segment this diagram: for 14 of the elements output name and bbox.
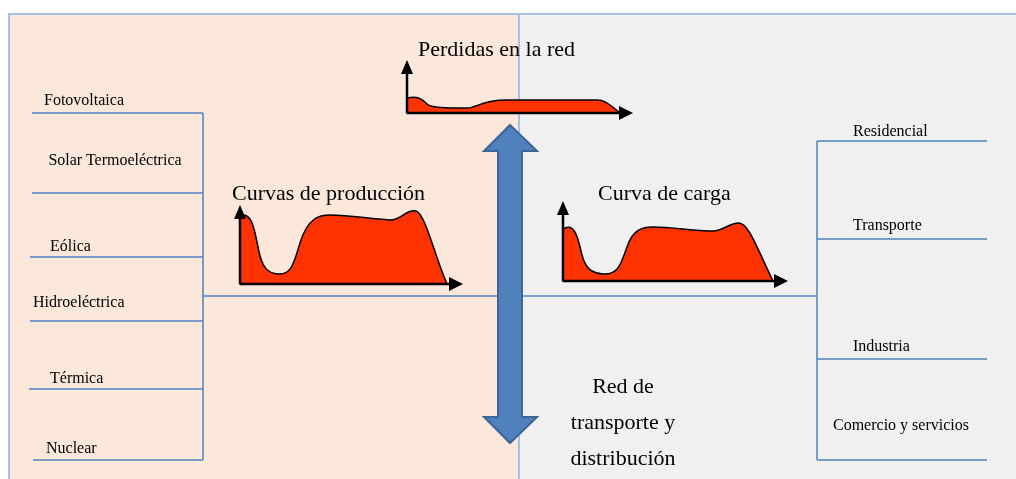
text-label: Curva de carga <box>598 179 732 207</box>
text-label: Térmica <box>50 368 105 388</box>
text-label: Solar Termoeléctrica <box>47 150 183 170</box>
text-label: Hidroeléctrica <box>33 292 126 312</box>
text-label: Curvas de producción <box>232 179 427 207</box>
text-label: Residencial <box>853 121 929 141</box>
text-label: Industria <box>853 336 911 356</box>
text-label: Nuclear <box>46 438 98 458</box>
text-label: Fotovoltaica <box>44 90 125 110</box>
text-label: Eólica <box>50 236 92 256</box>
text-label: Red de transporte y distribución <box>569 372 677 472</box>
text-label: Perdidas en la red <box>418 35 576 63</box>
text-label: Comercio y servicios <box>833 415 970 436</box>
text-label: Transporte <box>853 215 923 235</box>
